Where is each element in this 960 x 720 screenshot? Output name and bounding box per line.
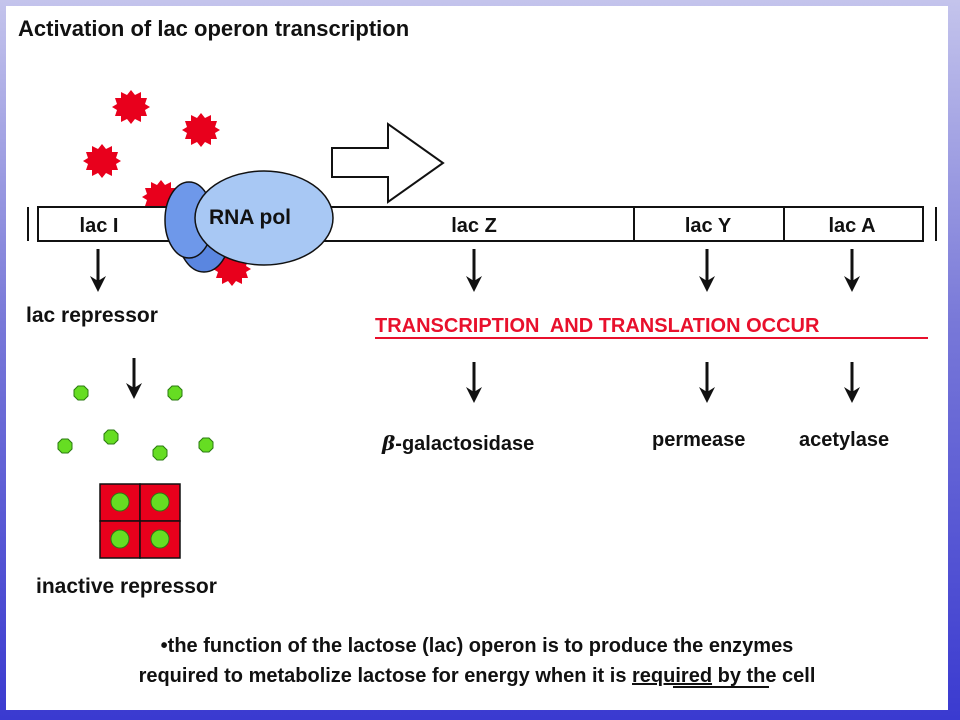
footer-required-emphasis: required xyxy=(632,665,712,687)
diagram-title: Activation of lac operon transcription xyxy=(18,16,409,41)
bound-inducer xyxy=(150,492,170,512)
lac-repressor-label: lac repressor xyxy=(26,304,158,327)
bound-inducer xyxy=(110,492,130,512)
transcription-direction-arrow xyxy=(331,122,445,204)
inducer-molecule xyxy=(152,445,168,461)
beta-galactosidase-label: β-galactosidase xyxy=(381,431,534,455)
bound-inducer xyxy=(110,529,130,549)
lac-operon-diagram: Activation of lac operon transcription l… xyxy=(18,16,937,688)
inducer-molecules xyxy=(57,385,214,461)
gene-lac-y-label: lac Y xyxy=(685,215,732,237)
footer-line-1: •the function of the lactose (lac) opero… xyxy=(161,635,794,657)
lactose-molecule xyxy=(83,144,121,178)
gene-lac-z-label: lac Z xyxy=(451,215,497,237)
down-arrow xyxy=(466,249,482,292)
down-arrow xyxy=(699,362,715,403)
inducer-molecule xyxy=(73,385,89,401)
lactose-molecules xyxy=(83,90,251,286)
inducer-molecule xyxy=(57,438,73,454)
gene-lac-i-label: lac I xyxy=(80,215,119,237)
gene-lac-a-label: lac A xyxy=(828,215,875,237)
footer-line-2-start: required to metabolize lactose for energ… xyxy=(139,665,632,687)
acetylase-label: acetylase xyxy=(799,429,889,451)
down-arrow xyxy=(466,362,482,403)
rna-polymerase xyxy=(194,170,334,266)
footer-line-2: required to metabolize lactose for energ… xyxy=(139,665,816,687)
inactive-repressor-complex xyxy=(99,483,181,559)
lactose-molecule xyxy=(112,90,150,124)
down-arrow xyxy=(844,362,860,403)
inducer-molecule xyxy=(103,429,119,445)
down-arrow xyxy=(844,249,860,292)
down-arrow xyxy=(126,358,142,399)
permease-label: permease xyxy=(652,429,745,451)
inactive-repressor-label: inactive repressor xyxy=(36,575,217,598)
down-arrow xyxy=(90,249,106,292)
expression-arrows xyxy=(90,249,860,403)
bound-inducer xyxy=(150,529,170,549)
down-arrow xyxy=(699,249,715,292)
galactosidase-text: -galactosidase xyxy=(395,433,534,455)
inducer-molecule xyxy=(167,385,183,401)
footer-line-2-end: by the cell xyxy=(712,665,815,687)
inducer-molecule xyxy=(198,437,214,453)
rna-pol-label: RNA pol xyxy=(209,206,291,229)
slide: Activation of lac operon transcription l… xyxy=(6,6,948,710)
transcription-translation-label: TRANSCRIPTION AND TRANSLATION OCCUR xyxy=(375,315,820,337)
rna-polymerase-complex: RNA pol xyxy=(164,170,334,273)
lactose-molecule xyxy=(182,113,220,147)
beta-symbol: β xyxy=(381,431,395,455)
